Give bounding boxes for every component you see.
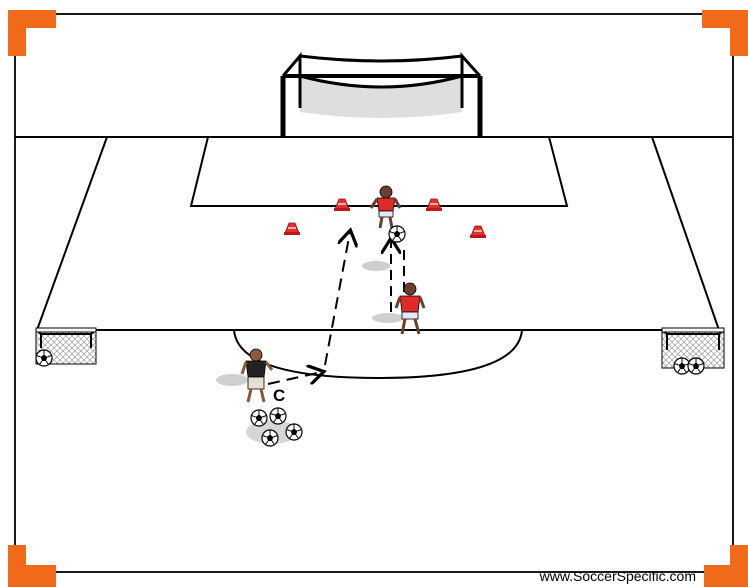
ball	[36, 350, 52, 366]
watermark: www.SoccerSpecific.com	[540, 568, 696, 584]
ball	[688, 358, 704, 374]
ball	[389, 226, 405, 242]
ball	[286, 424, 302, 440]
ball	[262, 430, 278, 446]
ball	[251, 410, 267, 426]
coach-shadow	[216, 374, 248, 386]
player-shadow	[362, 261, 390, 271]
player-shadow	[372, 313, 404, 323]
ball	[270, 408, 286, 424]
coach-label: C	[273, 386, 285, 406]
